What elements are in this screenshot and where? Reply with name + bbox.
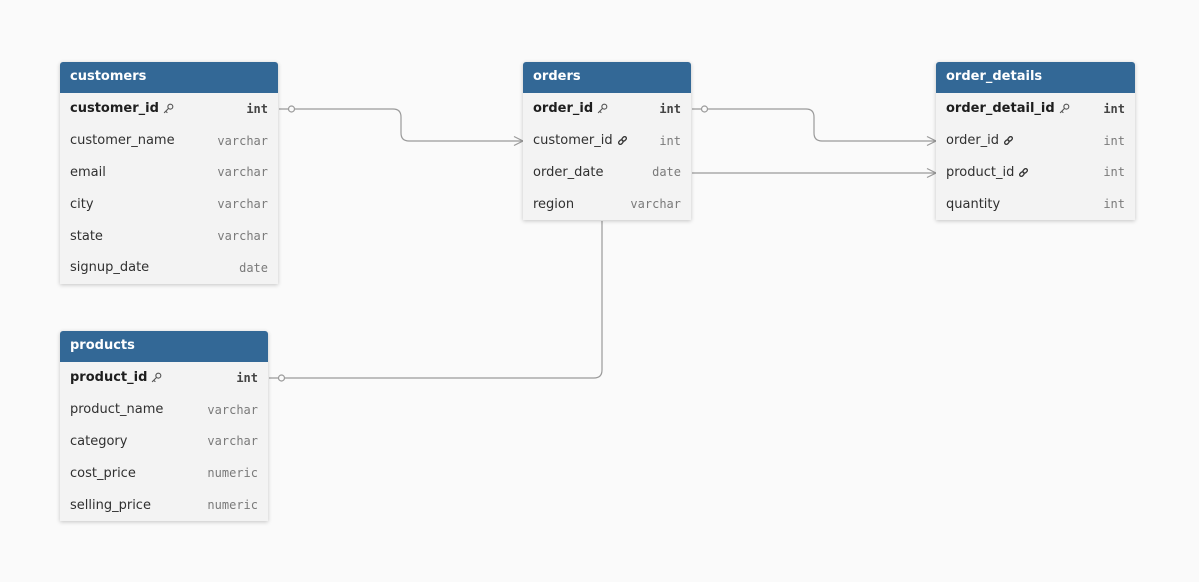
column-name-text: email: [70, 164, 106, 180]
column-name: email: [70, 165, 106, 180]
column-name-text: product_id: [946, 164, 1015, 180]
column-name: customer_id: [533, 133, 628, 148]
column-name-text: order_id: [946, 133, 1000, 149]
column-name: product_id: [946, 165, 1029, 180]
column-type: int: [1103, 101, 1125, 116]
column-name: product_name: [70, 402, 163, 417]
table-row[interactable]: category varchar: [60, 426, 268, 458]
table-row[interactable]: order_detail_id int: [936, 93, 1135, 125]
relationship-products-orders: [269, 221, 603, 379]
column-name: order_date: [533, 165, 603, 180]
key-icon: [1059, 103, 1070, 114]
table-header[interactable]: products: [60, 331, 268, 362]
table-row[interactable]: product_id int: [936, 157, 1135, 189]
column-type: int: [659, 101, 681, 116]
column-type: varchar: [630, 197, 681, 212]
column-name-text: customer_id: [70, 101, 159, 117]
column-name: city: [70, 197, 94, 212]
column-name: cost_price: [70, 466, 136, 481]
column-name-text: product_name: [70, 402, 164, 418]
relationship-one-end: [287, 105, 296, 113]
column-name-text: signup_date: [70, 260, 150, 276]
column-type: varchar: [207, 402, 258, 417]
table-row[interactable]: email varchar: [60, 157, 278, 189]
column-name-text: selling_price: [70, 497, 151, 513]
table-row[interactable]: customer_name varchar: [60, 125, 278, 157]
table-row[interactable]: order_id int: [523, 93, 691, 125]
table-row[interactable]: signup_date date: [60, 252, 278, 284]
column-name-text: cost_price: [70, 465, 136, 481]
table-row[interactable]: order_id int: [936, 125, 1135, 157]
table-header[interactable]: order_details: [936, 62, 1135, 93]
column-name: quantity: [946, 197, 1000, 212]
link-icon: [1018, 167, 1029, 178]
table-row[interactable]: city varchar: [60, 188, 278, 220]
column-type: int: [659, 133, 681, 148]
column-type: varchar: [207, 434, 258, 449]
column-type: varchar: [217, 165, 268, 180]
column-name-text: city: [70, 196, 94, 212]
column-type: varchar: [217, 197, 268, 212]
column-name-text: customer_id: [533, 133, 613, 149]
column-type: numeric: [207, 498, 258, 513]
table-row[interactable]: region varchar: [523, 188, 691, 220]
table-header[interactable]: orders: [523, 62, 691, 93]
table-row[interactable]: state varchar: [60, 220, 278, 252]
table-header[interactable]: customers: [60, 62, 278, 93]
column-name: selling_price: [70, 498, 151, 513]
column-type: int: [246, 101, 268, 116]
table-row[interactable]: quantity int: [936, 188, 1135, 220]
table-row[interactable]: customer_id int: [523, 125, 691, 157]
table-row[interactable]: selling_price numeric: [60, 489, 268, 521]
table-row[interactable]: order_date date: [523, 157, 691, 189]
table-row[interactable]: product_id int: [60, 362, 268, 394]
column-name: product_id: [70, 370, 162, 385]
column-name: customer_name: [70, 133, 175, 148]
relationship-customers-orders: [279, 108, 523, 142]
column-name-text: customer_name: [70, 133, 175, 149]
key-icon: [597, 103, 608, 114]
column-name-text: order_id: [533, 101, 594, 117]
column-type: varchar: [217, 133, 268, 148]
column-name: order_id: [946, 133, 1014, 148]
relationship-one-end: [700, 105, 709, 113]
column-name-text: quantity: [946, 196, 1001, 212]
column-name-text: category: [70, 433, 128, 449]
column-name: order_detail_id: [946, 101, 1070, 116]
table-row[interactable]: product_name varchar: [60, 394, 268, 426]
column-name-text: order_date: [533, 164, 604, 180]
column-name: category: [70, 434, 127, 449]
column-name-text: region: [533, 196, 575, 212]
link-icon: [1003, 135, 1014, 146]
column-type: varchar: [217, 229, 268, 244]
key-icon: [151, 372, 162, 383]
table-row[interactable]: cost_price numeric: [60, 457, 268, 489]
column-type: int: [236, 370, 258, 385]
table-row[interactable]: customer_id int: [60, 93, 278, 125]
column-type: numeric: [207, 466, 258, 481]
key-icon: [163, 103, 174, 114]
column-name-text: product_id: [70, 370, 148, 386]
column-type: int: [1103, 133, 1125, 148]
column-type: int: [1103, 197, 1125, 212]
column-name: signup_date: [70, 260, 149, 275]
column-name: order_id: [533, 101, 608, 116]
column-name-text: state: [70, 228, 103, 244]
relationship-orders-order-details: [692, 108, 936, 142]
column-type: int: [1103, 165, 1125, 180]
column-name-text: order_detail_id: [946, 101, 1055, 117]
column-type: date: [239, 260, 268, 275]
column-name: customer_id: [70, 101, 174, 116]
column-name: region: [533, 197, 574, 212]
link-icon: [617, 135, 628, 146]
relationship-one-end: [277, 374, 286, 382]
column-name: state: [70, 229, 103, 244]
column-type: date: [652, 165, 681, 180]
